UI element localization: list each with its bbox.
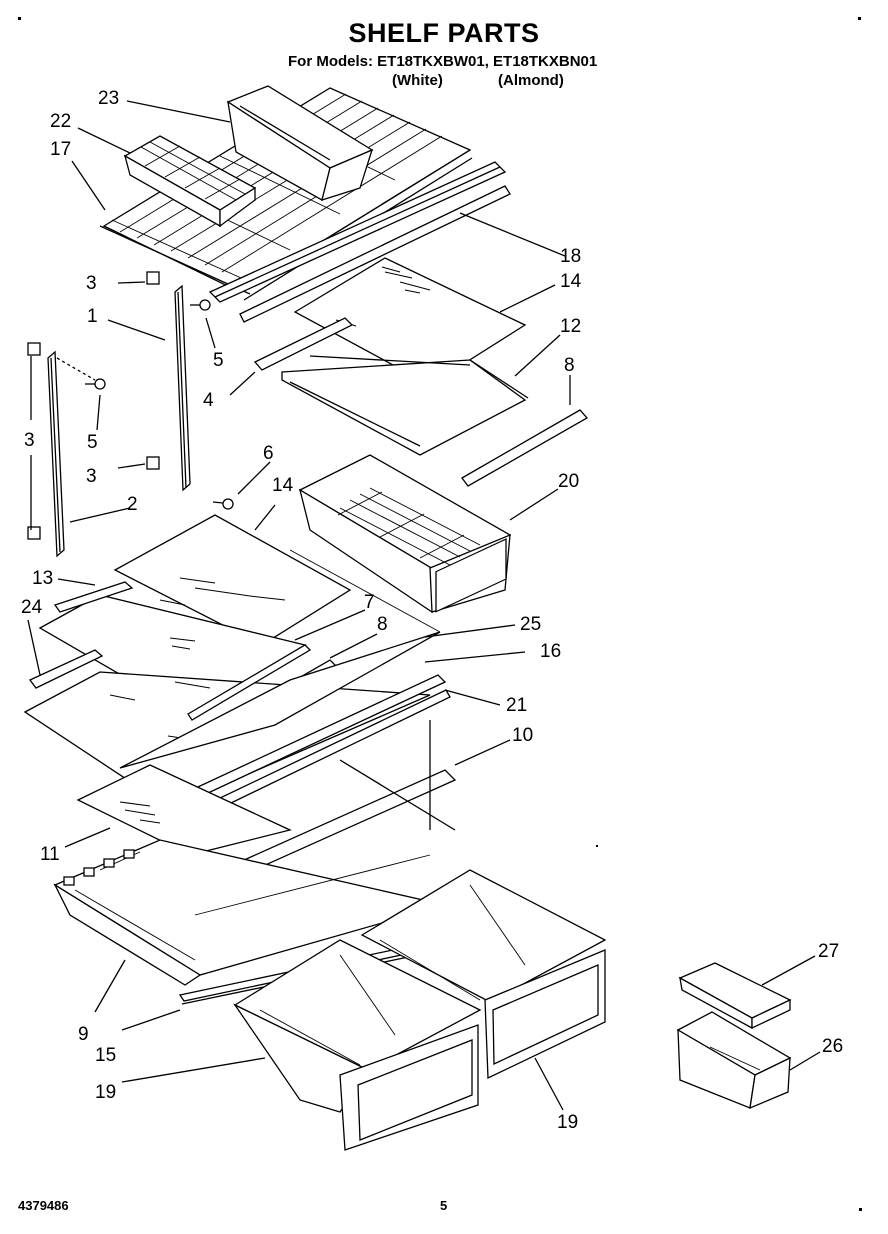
document-number: 4379486 xyxy=(18,1198,69,1213)
shelf-frame-12 xyxy=(253,317,529,456)
leader-lines xyxy=(27,100,821,1111)
models-line: For Models: ET18TKXBW01, ET18TKXBN01 xyxy=(288,53,598,70)
callout-15: 15 xyxy=(95,1045,116,1066)
callout-19b: 19 xyxy=(557,1112,578,1133)
callout-19a: 19 xyxy=(95,1082,116,1103)
callout-9: 9 xyxy=(78,1024,89,1045)
page-number: 5 xyxy=(440,1198,448,1213)
crisper-drawer-19-right xyxy=(360,869,607,1080)
callout-1: 1 xyxy=(87,306,98,327)
butter-dish-27-26 xyxy=(676,962,792,1110)
storage-bin-23 xyxy=(226,85,374,201)
callout-13: 13 xyxy=(32,568,53,589)
callout-8b: 8 xyxy=(377,614,388,635)
callout-10: 10 xyxy=(512,725,533,746)
shelf-support-left-2 xyxy=(27,342,65,558)
callout-3a: 3 xyxy=(86,273,97,294)
callout-4: 4 xyxy=(203,390,214,411)
crisper-drawer-19-left xyxy=(233,939,482,1151)
callout-26: 26 xyxy=(822,1036,843,1057)
callout-5b: 5 xyxy=(87,432,98,453)
shelf-support-right-1 xyxy=(146,271,191,492)
callout-7: 7 xyxy=(364,592,375,613)
trim-piece-8-upper xyxy=(461,409,589,487)
callout-14a: 14 xyxy=(560,271,582,292)
crisper-cover-25 xyxy=(119,631,451,819)
callout-17: 17 xyxy=(50,139,71,160)
callout-14b: 14 xyxy=(272,475,294,496)
page-title: SHELF PARTS xyxy=(348,18,540,48)
crisper-frame-10-11 xyxy=(76,720,457,960)
shelf-rail-18 xyxy=(208,161,511,323)
callout-27: 27 xyxy=(818,941,839,962)
callout-6: 6 xyxy=(263,443,274,464)
callout-20: 20 xyxy=(558,471,579,492)
callout-22: 22 xyxy=(50,111,71,132)
deli-drawer-20 xyxy=(298,454,512,614)
callout-12: 12 xyxy=(560,316,581,337)
callout-18: 18 xyxy=(560,246,581,267)
callout-16: 16 xyxy=(540,641,561,662)
callout-8a: 8 xyxy=(564,355,575,376)
color-almond-label: (Almond) xyxy=(498,72,564,89)
ice-tray-22 xyxy=(123,135,257,228)
glass-shelf-lower xyxy=(23,549,441,809)
callout-numbers: 23 22 17 18 14 12 8 3 1 5 3 4 5 3 3 6 14… xyxy=(21,88,843,1133)
callout-3b: 3 xyxy=(24,430,35,451)
callout-24: 24 xyxy=(21,597,43,618)
callout-5a: 5 xyxy=(213,350,224,371)
callout-23: 23 xyxy=(98,88,119,109)
callout-21: 21 xyxy=(506,695,527,716)
color-white-label: (White) xyxy=(392,72,443,89)
corner-marks xyxy=(18,17,862,1211)
screws xyxy=(85,299,234,510)
glass-shelf-middle xyxy=(113,514,352,646)
callout-2: 2 xyxy=(127,494,138,515)
callout-25: 25 xyxy=(520,614,541,635)
callout-11: 11 xyxy=(40,844,60,865)
callout-3c: 3 xyxy=(86,466,97,487)
